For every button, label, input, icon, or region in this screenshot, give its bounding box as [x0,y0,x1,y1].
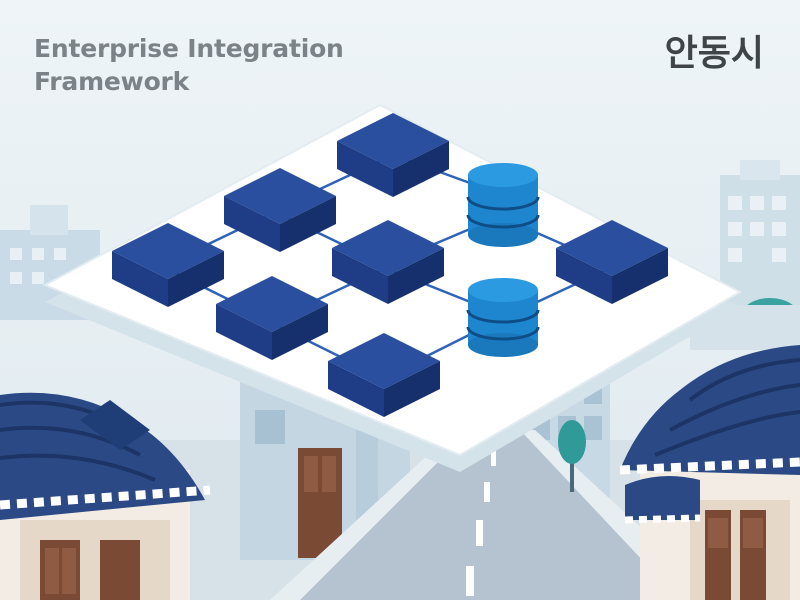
tree [558,420,586,492]
server-node [328,333,440,417]
left-building-top [30,205,68,235]
title-line-2: Framework [34,67,190,96]
server-node [337,113,449,197]
right-building-top [740,160,780,180]
database-node [466,163,540,247]
city-name: 안동시 [664,33,764,74]
server-node [112,223,224,307]
hanok-right [619,345,800,600]
server-node [556,220,668,304]
database-node [466,278,540,357]
server-node [224,168,336,252]
server-node [216,276,328,360]
server-node [332,220,444,304]
hanok-left [0,392,211,600]
page-title: Enterprise Integration Framework [34,32,344,98]
title-line-1: Enterprise Integration [34,34,344,63]
